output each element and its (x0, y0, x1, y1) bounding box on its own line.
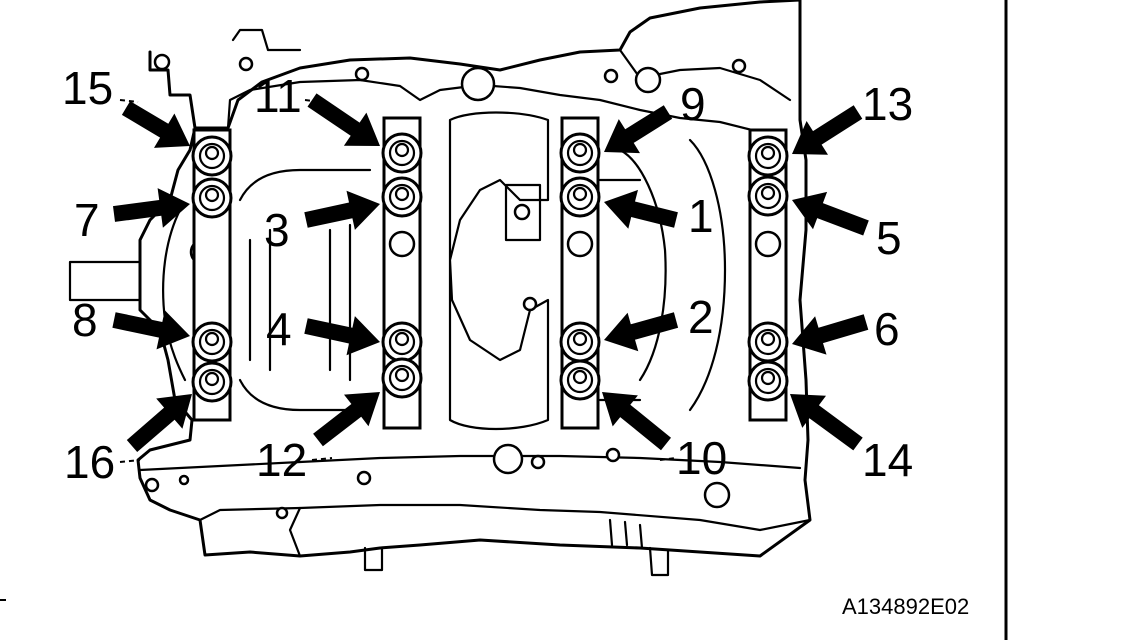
label-16: 16 (64, 436, 115, 488)
bolt-8 (191, 321, 233, 363)
arrow-16 (126, 394, 192, 452)
bolt-9 (559, 132, 601, 174)
label-10: 10 (676, 432, 727, 484)
arrow-4 (304, 316, 380, 356)
arrow-15 (121, 101, 190, 148)
bolt-4 (381, 321, 423, 363)
label-4: 4 (266, 303, 292, 355)
bolt-16 (191, 361, 233, 403)
label-1: 1 (688, 190, 714, 242)
arrow-7 (113, 188, 190, 228)
tightening-arrows (112, 93, 869, 452)
bearing-caps (192, 116, 788, 430)
bolt-2 (559, 321, 601, 363)
label-8: 8 (72, 294, 98, 346)
label-6: 6 (874, 303, 900, 355)
label-3: 3 (264, 204, 290, 256)
arrow-2 (604, 312, 679, 352)
bolt-3 (381, 176, 423, 218)
arrow-1 (604, 189, 678, 229)
label-12: 12 (256, 434, 307, 486)
arrow-14 (790, 394, 863, 451)
label-14: 14 (862, 434, 913, 486)
bearing-cap-bolts (191, 132, 789, 403)
arrow-3 (304, 190, 380, 230)
label-9: 9 (680, 78, 706, 130)
label-15: 15 (62, 62, 113, 114)
bolt-14 (747, 360, 789, 402)
bolt-order-labels: 15 11 9 13 7 3 1 5 8 4 2 6 16 12 10 14 (62, 62, 913, 488)
arrow-10 (602, 392, 671, 451)
bolt-6 (747, 321, 789, 363)
label-5: 5 (876, 212, 902, 264)
bolt-15 (191, 135, 233, 177)
arrow-8 (112, 310, 190, 350)
bolt-5 (747, 175, 789, 217)
label-7: 7 (74, 194, 100, 246)
bolt-1 (559, 176, 601, 218)
arrow-9 (604, 105, 673, 154)
figure-id-label: A134892E02 (842, 594, 969, 619)
arrow-12 (313, 392, 380, 447)
label-2: 2 (688, 291, 714, 343)
bolt-12 (381, 357, 423, 399)
bolt-13 (747, 135, 789, 177)
label-leaders (119, 99, 677, 463)
arrow-5 (792, 191, 869, 236)
arrow-13 (792, 105, 863, 155)
bolt-11 (381, 132, 423, 174)
label-11: 11 (254, 70, 302, 122)
arrow-6 (792, 314, 869, 355)
label-13: 13 (862, 78, 913, 130)
arrow-11 (307, 93, 380, 146)
bolt-7 (191, 177, 233, 219)
bolt-10 (559, 359, 601, 401)
block-holes (144, 53, 747, 520)
